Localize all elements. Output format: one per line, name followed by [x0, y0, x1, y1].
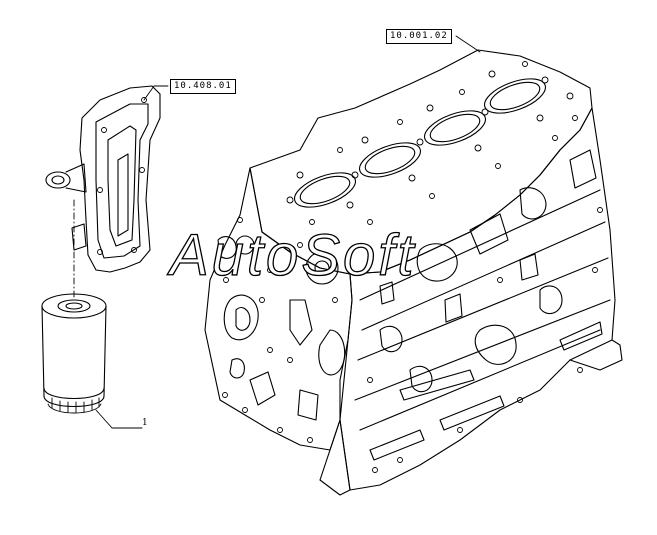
oil-filter-drawing: [41, 293, 107, 414]
filter-head-reference-label[interactable]: 10.408.01: [170, 79, 236, 94]
item-number-label: 1: [142, 418, 148, 428]
engine-block-reference-label[interactable]: 10.001.02: [386, 29, 452, 44]
leader-lines: [95, 35, 481, 429]
engine-block-drawing: [204, 49, 623, 496]
watermark-text: AutoSoft: [169, 222, 417, 288]
filter-head-drawing: [45, 85, 161, 301]
